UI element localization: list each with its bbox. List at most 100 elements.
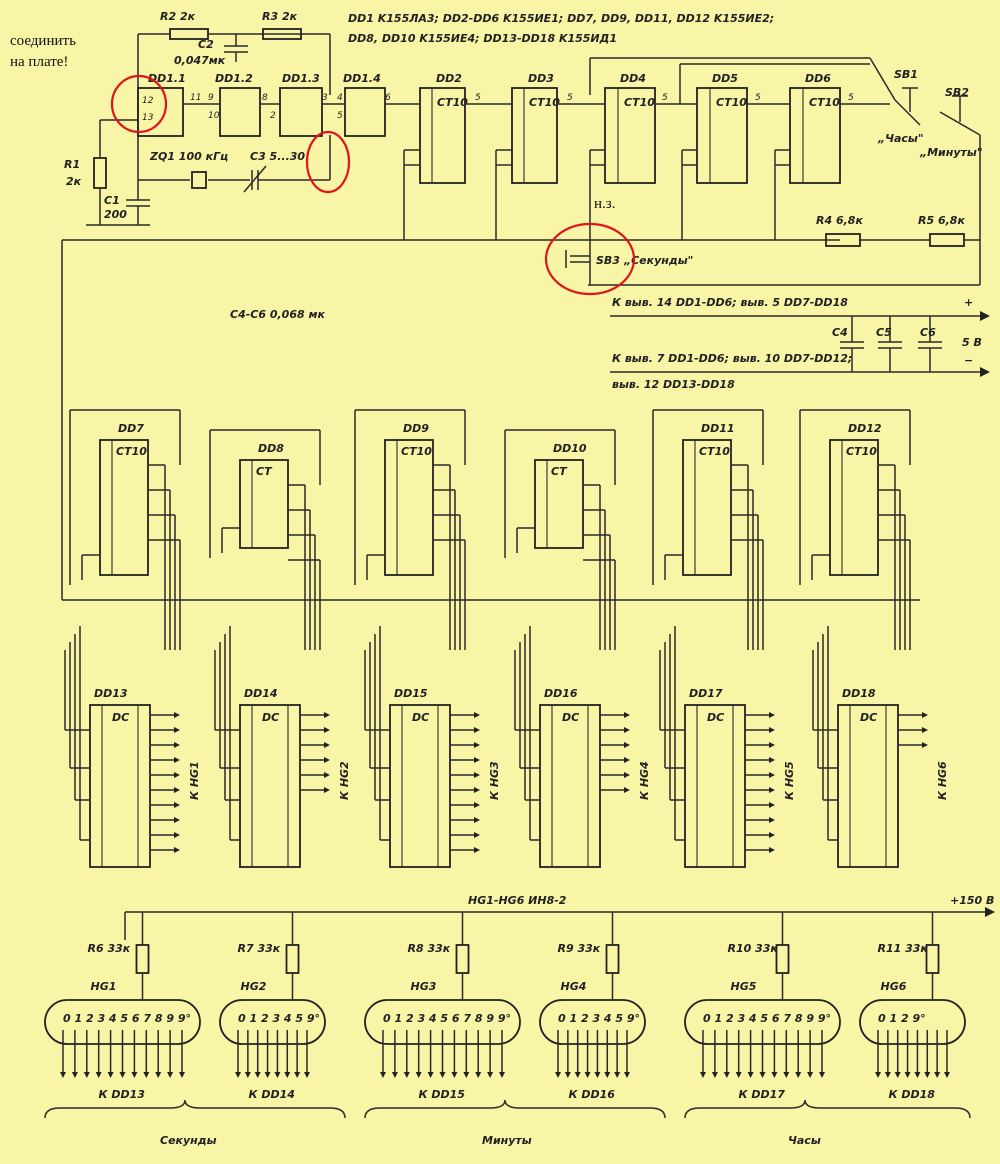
lamp-resistor-label: R11 33к [878,942,929,955]
lamp-name: HG1 [91,980,117,993]
resistor-r1 [93,157,107,189]
gate-label-4: DD1.4 [343,72,381,85]
group-labels: Секунды Минуты Часы [44,1099,971,1147]
zq1-label: ZQ1 100 кГц [149,150,228,163]
mid-counter-name: DD9 [403,422,429,435]
lamp-target: К DD13 [99,1088,146,1101]
decoder-name: DD18 [842,687,876,700]
mid-counter-type: CT10 [116,445,147,458]
gate-label-3: DD1.3 [282,72,320,85]
svg-text:5: 5 [662,93,668,103]
dd4-ct: CT10 [624,96,655,109]
plus-sign: + [964,296,973,309]
lamp-target: К DD17 [739,1088,786,1101]
mid-counter-type: CT10 [401,445,432,458]
r1-value: 2к [66,175,82,188]
decoder-dc: DC [860,711,877,724]
highlight-sb3 [544,222,636,296]
lamp-resistor-label: R6 33к [88,942,131,955]
oscillator: R2 2к R3 2к C2 0,047мк DD1.1 DD1.2 DD1.3… [64,10,420,226]
group-minutes: Минуты [482,1134,532,1147]
lamp-target: К DD18 [889,1088,936,1101]
hv-supply: +150 В [950,894,994,907]
mid-counter-type: CT [551,465,568,478]
counter-dd5 [696,87,748,184]
decoder-target: К HG3 [488,761,501,800]
gate-dd1-2 [219,87,261,137]
gate-label-2: DD1.2 [215,72,253,85]
lamp-digits: 0 1 2 3 4 5 9° [238,1012,320,1025]
decoder-target: К HG4 [638,761,651,800]
lamp-digits: 0 1 2 3 4 5 9° [558,1012,640,1025]
decoder-target: К HG1 [188,761,201,800]
group-seconds: Секунды [160,1134,217,1147]
decoder-name: DD15 [394,687,428,700]
svg-text:6: 6 [385,93,391,103]
gate-label-1: DD1.1 [148,72,186,85]
crystal-zq1 [191,171,207,189]
volts-label: 5 В [962,336,982,349]
svg-text:11: 11 [190,93,201,103]
decoder-dc: DC [112,711,129,724]
svg-text:8: 8 [262,93,268,103]
lamp-target: К DD15 [419,1088,466,1101]
lamp-resistor-label: R10 33к [728,942,779,955]
lamp-name: HG4 [561,980,587,993]
lamps-note: HG1-HG6 ИН8-2 [468,894,567,907]
c1-value: 200 [104,208,127,221]
svg-text:13: 13 [142,113,154,123]
dd6-label: DD6 [805,72,831,85]
decoder-dc: DC [412,711,429,724]
svg-text:5: 5 [848,93,854,103]
highlight-join [305,130,351,194]
svg-text:4: 4 [337,93,343,103]
decoder-dc: DC [262,711,279,724]
header-line2: DD8, DD10 K155ИЕ4; DD13-DD18 K155ИД1 [348,32,617,45]
lamp-name: HG3 [411,980,437,993]
decoder-name: DD14 [244,687,278,700]
counter-dd2 [419,87,466,184]
sb3-caption: „Секунды" [623,254,693,267]
c1-label: C1 [104,194,120,207]
c6-label: C6 [920,326,936,339]
c2-value: 0,047мк [174,54,226,67]
power-section: К выв. 14 DD1-DD6; выв. 5 DD7-DD18 + К в… [230,296,990,391]
lamp-name: HG5 [731,980,757,993]
dd5-label: DD5 [712,72,738,85]
r4-label: R4 6,8к [816,214,863,227]
svg-text:10: 10 [208,111,220,121]
sb1-label: SB1 [894,68,918,81]
decoder-name: DD16 [544,687,578,700]
mid-counter-type: CT10 [846,445,877,458]
decoder-name: DD17 [689,687,723,700]
r5-label: R5 6,8к [918,214,965,227]
sb2-label: SB2 [945,86,969,99]
caps-note: C4-C6 0,068 мк [230,308,325,321]
svg-text:5: 5 [475,93,481,103]
decoder-dc: DC [562,711,579,724]
gate-dd1-4 [344,87,386,137]
lamp-digits: 0 1 2 3 4 5 6 7 8 9 9° [383,1012,511,1025]
lamp-resistor-label: R8 33к [408,942,451,955]
gate-dd1-3 [279,87,323,137]
svg-text:5: 5 [337,111,343,121]
decoder-target: К HG5 [783,761,796,800]
c4-label: C4 [832,326,848,339]
counter-dd3 [511,87,558,184]
r2-label: R2 2к [160,10,196,23]
